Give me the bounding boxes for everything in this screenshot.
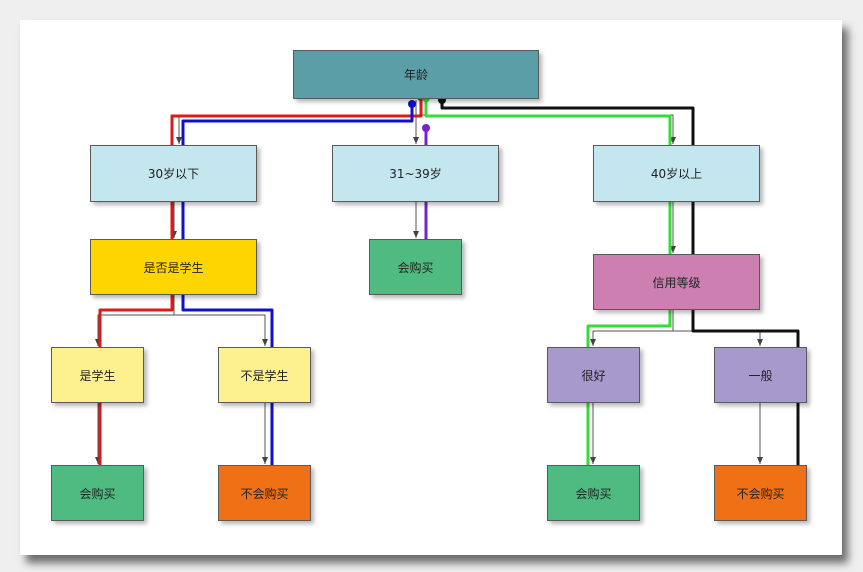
- path-purple-start: [422, 124, 430, 132]
- edge-root-over40: [416, 114, 676, 144]
- node-age-31-39: 31~39岁: [332, 145, 499, 202]
- node-credit-normal: 一般: [714, 347, 807, 403]
- path-red: [98, 97, 423, 510]
- edge-credit-good: [590, 310, 674, 346]
- node-leaf-buy-1: 会购买: [51, 465, 144, 521]
- node-credit-question: 信用等级: [593, 254, 760, 310]
- edge-question-notstudent: [174, 314, 268, 346]
- edge-credit-normal: [673, 330, 763, 346]
- edge-question-student: [95, 295, 175, 346]
- node-credit-good: 很好: [547, 347, 640, 403]
- diagram-canvas: 年龄 30岁以下 31~39岁 40岁以上 是否是学生 会购买 信用等级 是学生…: [20, 20, 842, 555]
- node-is-student: 是学生: [51, 347, 144, 403]
- node-age-over-40: 40岁以上: [593, 145, 760, 202]
- node-leaf-not-buy-2: 不会购买: [714, 465, 807, 521]
- node-buy-mid: 会购买: [369, 239, 462, 295]
- node-is-student-question: 是否是学生: [90, 239, 257, 295]
- node-leaf-buy-2: 会购买: [547, 465, 640, 521]
- node-leaf-not-buy-1: 不会购买: [218, 465, 311, 521]
- path-blue-start: [408, 100, 416, 108]
- node-root: 年龄: [293, 50, 539, 99]
- node-age-under-30: 30岁以下: [90, 145, 257, 202]
- path-blue: [181, 104, 414, 506]
- node-not-student: 不是学生: [218, 347, 311, 403]
